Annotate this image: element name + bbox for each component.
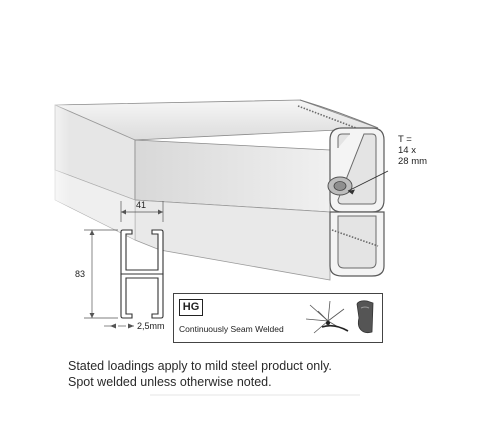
weld-bead-icon (356, 300, 374, 334)
finish-code-badge: HG (179, 299, 203, 316)
section-height-label: 83 (75, 269, 85, 279)
thickness-label-line1: T = (398, 134, 412, 145)
channel-3d-view (40, 95, 389, 285)
finish-caption: Continuously Seam Welded (179, 324, 284, 334)
note-mild-steel: Stated loadings apply to mild steel prod… (68, 359, 332, 373)
weld-spark-icon (305, 300, 349, 334)
section-thickness-label: 2,5mm (137, 321, 165, 331)
channel-section-view (84, 201, 164, 329)
section-width-label: 41 (136, 200, 146, 210)
thickness-label-line3: 28 mm (398, 156, 427, 167)
thickness-label-line2: 14 x (398, 145, 416, 156)
finish-box: HG Continuously Seam Welded (173, 293, 383, 343)
note-spot-welded: Spot welded unless otherwise noted. (68, 375, 272, 389)
